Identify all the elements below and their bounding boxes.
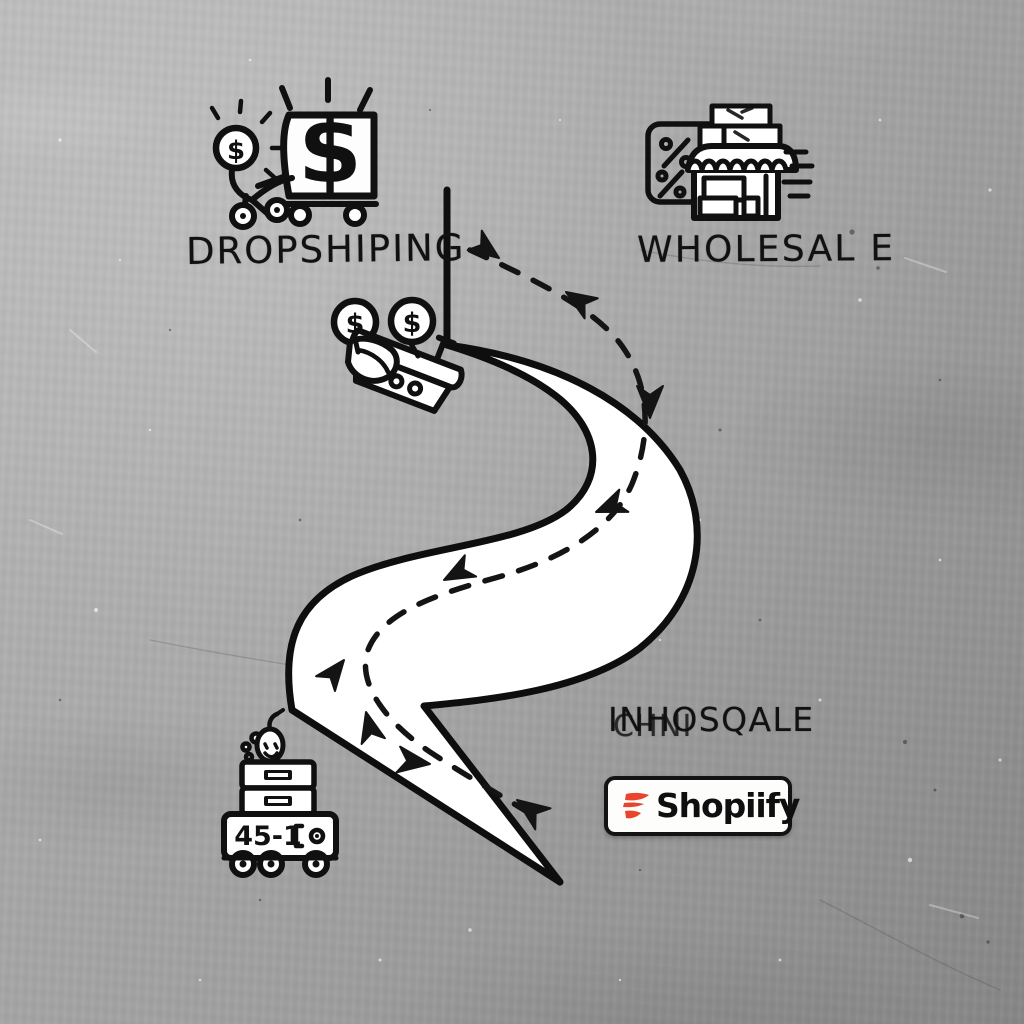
delivery-truck-icon: 45-1 [221,708,339,878]
road-centerline [362,247,648,823]
label-inhouse-group: INHOSQALE CHNI [608,703,838,747]
winding-road [285,186,701,886]
road-arrowheads [315,229,664,831]
label-dropshipping: DROPSHIPING [185,226,466,273]
shopify-wordmark: Shopiify [656,785,800,825]
svg-text:$: $ [403,308,422,339]
speed-lines [781,149,815,199]
truck-plate-text: 45-1 [234,821,302,852]
dollar-sign-cart: $ [298,97,362,204]
svg-text:$: $ [227,136,245,166]
shopify-badge[interactable]: Shopiify [604,776,800,836]
label-inhouse: INHOSQALE [608,700,815,739]
storefront-icon [645,103,815,221]
percent-marks [655,137,693,199]
svg-text:$: $ [298,97,362,204]
shopping-cart-dollar-icon: $ $ [209,77,379,230]
cargo-ship-icon: $ $ [330,296,465,414]
label-inhouse-overlap: CHNI [613,709,693,744]
coin-icon [212,124,260,172]
shopify-logo-mark [623,792,649,819]
label-wholesale: WHOLESAL E [636,228,896,271]
